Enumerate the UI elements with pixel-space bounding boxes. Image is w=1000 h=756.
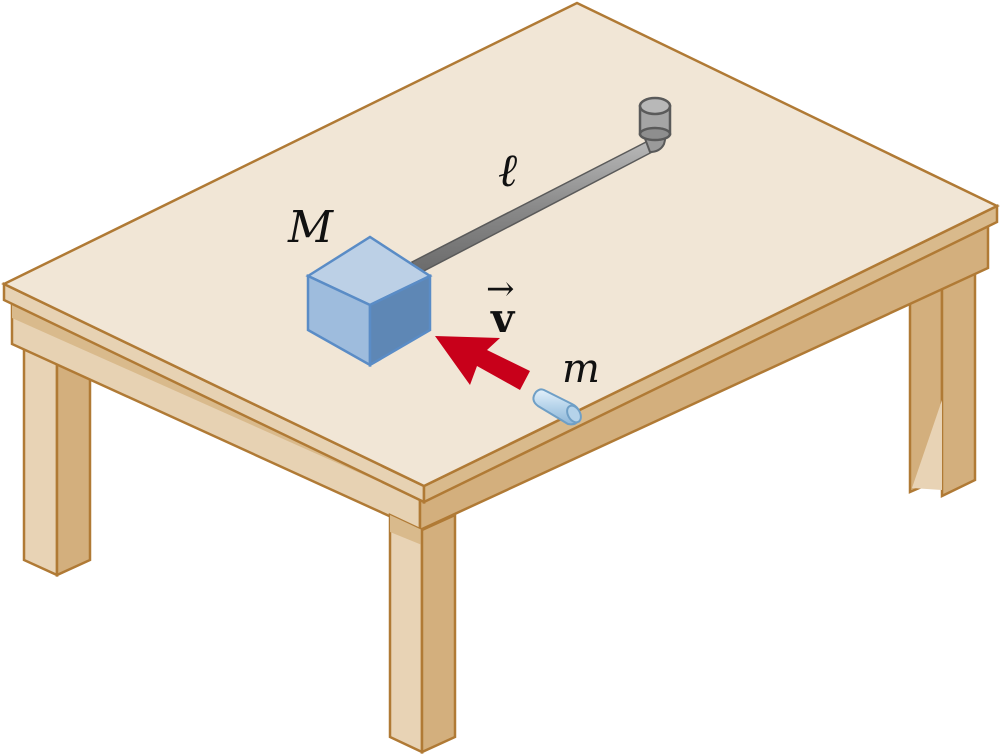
table-leg-back-right bbox=[908, 260, 977, 498]
velocity-arrow-accent: → bbox=[486, 269, 515, 309]
table-leg-front-center bbox=[388, 513, 457, 754]
table-top bbox=[1, 1, 1000, 488]
block-mass-label: M bbox=[287, 202, 334, 253]
bullet-mass-m bbox=[532, 388, 582, 426]
block-mass-M bbox=[305, 235, 433, 368]
velocity-label: v bbox=[490, 295, 516, 342]
pivot-post-icon bbox=[638, 96, 672, 154]
velocity-arrow-icon bbox=[435, 336, 530, 390]
rod-length-label: ℓ bbox=[498, 143, 518, 197]
bullet-mass-label: m bbox=[562, 346, 600, 392]
